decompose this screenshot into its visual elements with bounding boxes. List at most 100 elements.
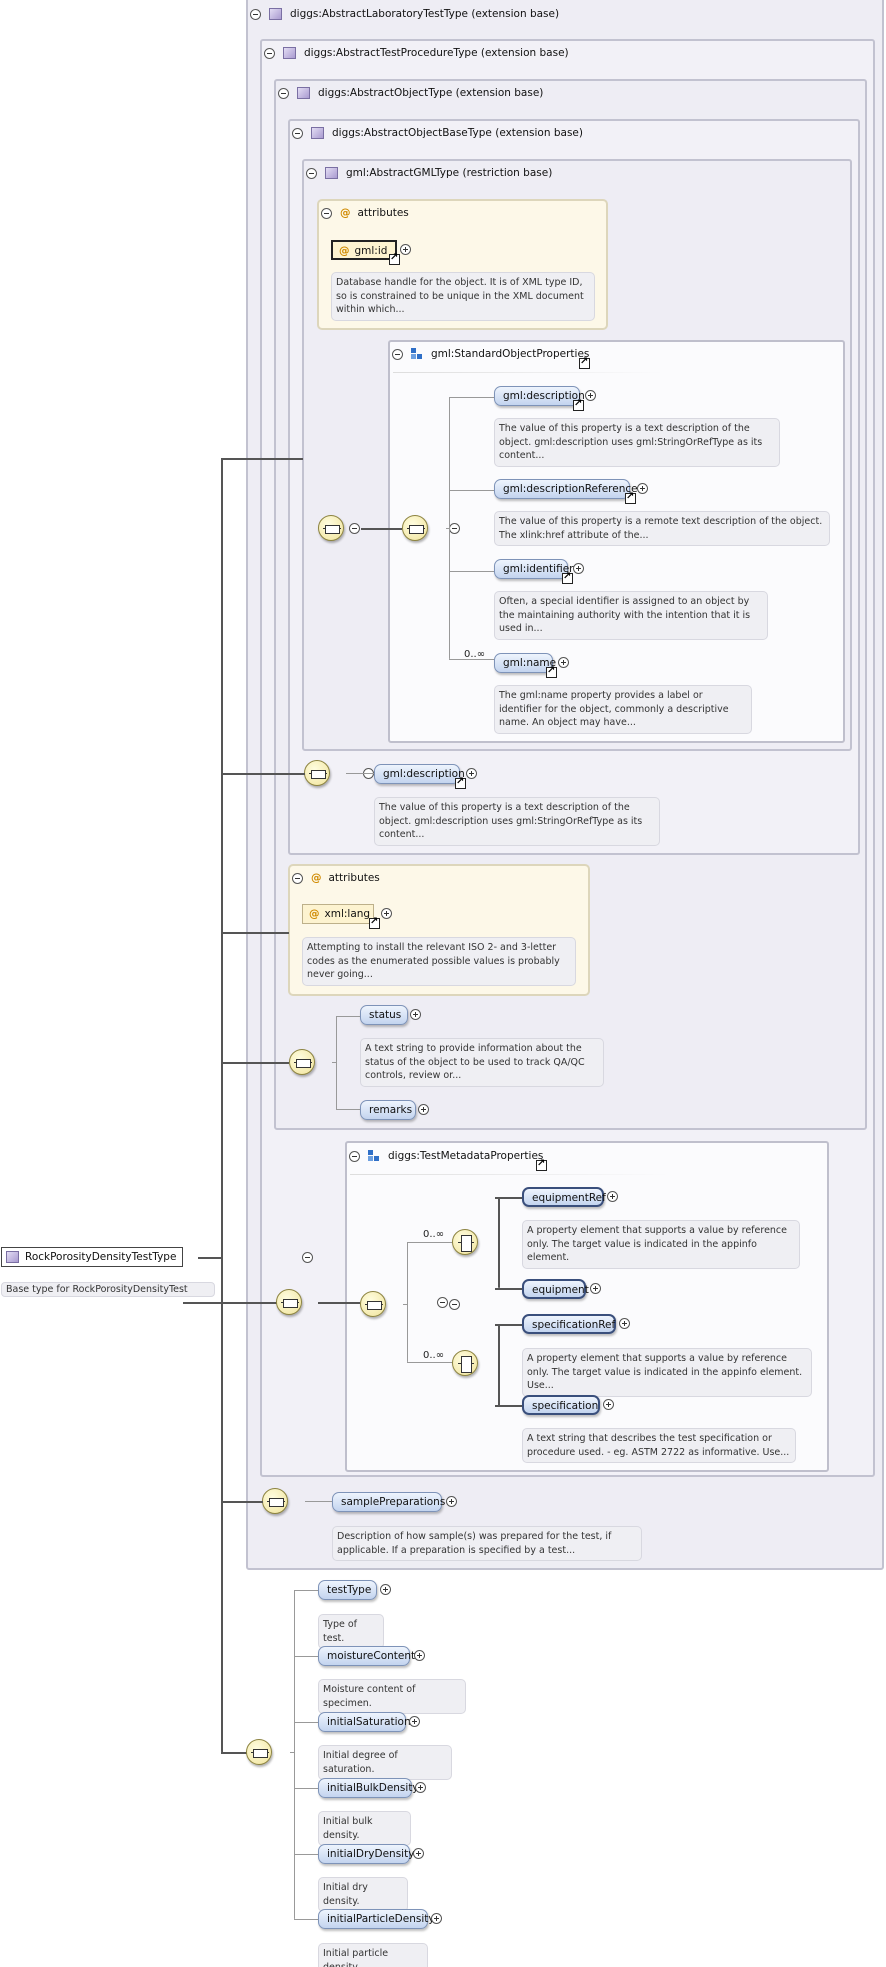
element-description: A text string to provide information abo… <box>360 1038 604 1087</box>
group-label: gml:StandardObjectProperties <box>431 348 590 360</box>
group-title: gml:StandardObjectProperties <box>392 348 589 360</box>
element-gml-identifier[interactable]: gml:identifier <box>494 559 573 579</box>
element-label: remarks <box>369 1104 413 1116</box>
expand-icon[interactable] <box>573 563 584 574</box>
element-test-type[interactable]: testType <box>318 1580 377 1600</box>
collapse-icon[interactable] <box>436 1297 448 1308</box>
root-type-rock-porosity-density[interactable]: RockPorosityDensityTestType <box>1 1247 183 1267</box>
element-status[interactable]: status <box>360 1005 408 1025</box>
element-remarks[interactable]: remarks <box>360 1100 416 1120</box>
element-specification-ref[interactable]: specificationRef <box>522 1314 616 1334</box>
frame-title-5: gml:AbstractGMLType (restriction base) <box>306 167 552 179</box>
element-gml-description-2[interactable]: gml:description <box>374 764 465 784</box>
expand-icon[interactable] <box>414 1650 425 1661</box>
reference-arrow-icon <box>546 665 557 678</box>
element-label: specificationRef <box>532 1319 616 1331</box>
element-specification[interactable]: specification <box>522 1395 600 1415</box>
sequence-icon[interactable] <box>289 1049 315 1075</box>
element-gml-description[interactable]: gml:description <box>494 386 585 406</box>
element-description: The value of this property is a remote t… <box>494 511 830 546</box>
expand-icon[interactable] <box>446 1496 457 1507</box>
reference-arrow-icon <box>369 916 380 929</box>
reference-arrow-icon <box>536 1158 547 1171</box>
element-label: equipmentRef <box>532 1192 606 1204</box>
element-equipment-ref[interactable]: equipmentRef <box>522 1187 606 1207</box>
collapse-icon[interactable] <box>292 872 303 884</box>
complex-type-icon <box>297 87 310 99</box>
frame-label: diggs:AbstractObjectBaseType (extension … <box>332 127 583 139</box>
collapse-icon[interactable] <box>448 523 460 534</box>
element-initial-particle-density[interactable]: initialParticleDensity <box>318 1909 435 1929</box>
frame-label: diggs:AbstractLaboratoryTestType (extens… <box>290 8 560 20</box>
collapse-icon[interactable] <box>449 1299 460 1310</box>
element-description: Initial degree of saturation. <box>318 1745 452 1780</box>
element-initial-bulk-density[interactable]: initialBulkDensity <box>318 1778 419 1798</box>
element-label: gml:identifier <box>503 563 574 575</box>
expand-icon[interactable] <box>410 1009 421 1020</box>
sequence-icon[interactable] <box>304 760 330 786</box>
sequence-icon[interactable] <box>246 1739 272 1765</box>
element-label: samplePreparations <box>341 1496 446 1508</box>
expand-icon[interactable] <box>400 244 411 255</box>
expand-icon[interactable] <box>558 657 569 668</box>
attribute-icon: @ <box>340 207 351 219</box>
sequence-icon[interactable] <box>360 1291 386 1317</box>
collapse-icon[interactable] <box>349 523 360 534</box>
element-description: Moisture content of specimen. <box>318 1679 466 1714</box>
element-description: Type of test. <box>318 1614 384 1649</box>
expand-icon[interactable] <box>381 908 392 919</box>
collapse-icon[interactable] <box>321 207 332 219</box>
expand-icon[interactable] <box>590 1283 601 1294</box>
element-sample-preparations[interactable]: samplePreparations <box>332 1492 446 1512</box>
frame-title-3: diggs:AbstractObjectType (extension base… <box>278 87 543 99</box>
expand-icon[interactable] <box>431 1913 442 1924</box>
element-label: gml:description <box>503 390 585 402</box>
expand-icon[interactable] <box>585 390 596 401</box>
sequence-icon[interactable] <box>318 515 344 541</box>
choice-icon[interactable] <box>452 1229 478 1255</box>
element-initial-saturation[interactable]: initialSaturation <box>318 1712 411 1732</box>
attribute-icon: @ <box>339 245 350 257</box>
collapse-icon[interactable] <box>349 1150 360 1162</box>
collapse-icon[interactable] <box>292 127 303 139</box>
element-label: initialParticleDensity <box>327 1913 435 1925</box>
element-equipment[interactable]: equipment <box>522 1279 589 1299</box>
element-moisture-content[interactable]: moistureContent <box>318 1646 415 1666</box>
element-label: initialBulkDensity <box>327 1782 419 1794</box>
expand-icon[interactable] <box>413 1848 424 1859</box>
attributes-title: @ attributes <box>292 872 380 884</box>
element-gml-name[interactable]: gml:name <box>494 653 556 673</box>
expand-icon[interactable] <box>380 1584 391 1595</box>
expand-icon[interactable] <box>418 1104 429 1115</box>
attribute-gml-id[interactable]: @gml:id <box>331 240 397 260</box>
collapse-icon[interactable] <box>278 87 289 99</box>
attributes-label: attributes <box>357 207 409 219</box>
element-label: testType <box>327 1584 372 1596</box>
collapse-icon[interactable] <box>306 167 317 179</box>
choice-icon[interactable] <box>452 1350 478 1376</box>
expand-icon[interactable] <box>637 483 648 494</box>
frame-label: diggs:AbstractTestProcedureType (extensi… <box>304 47 569 59</box>
expand-icon[interactable] <box>409 1716 420 1727</box>
collapse-icon[interactable] <box>392 348 403 360</box>
expand-icon[interactable] <box>607 1191 618 1202</box>
sequence-icon[interactable] <box>276 1289 302 1315</box>
collapse-icon[interactable] <box>302 1252 313 1263</box>
attribute-label: xml:lang <box>324 908 371 920</box>
element-description: A text string that describes the test sp… <box>522 1428 796 1463</box>
collapse-icon[interactable] <box>264 47 275 59</box>
attribute-xml-lang[interactable]: @xml:lang <box>302 904 374 924</box>
element-gml-description-reference[interactable]: gml:descriptionReference <box>494 479 638 499</box>
expand-icon[interactable] <box>603 1399 614 1410</box>
expand-icon[interactable] <box>415 1782 426 1793</box>
element-initial-dry-density[interactable]: initialDryDensity <box>318 1844 414 1864</box>
complex-type-icon <box>311 127 324 139</box>
sequence-icon[interactable] <box>402 515 428 541</box>
root-type-description: Base type for RockPorosityDensityTest <box>1 1282 215 1297</box>
multiplicity-label: 0..∞ <box>423 1229 445 1240</box>
element-description: Initial dry density. <box>318 1877 408 1912</box>
expand-icon[interactable] <box>619 1318 630 1329</box>
sequence-icon[interactable] <box>262 1488 288 1514</box>
expand-icon[interactable] <box>466 768 477 779</box>
collapse-icon[interactable] <box>250 8 261 20</box>
